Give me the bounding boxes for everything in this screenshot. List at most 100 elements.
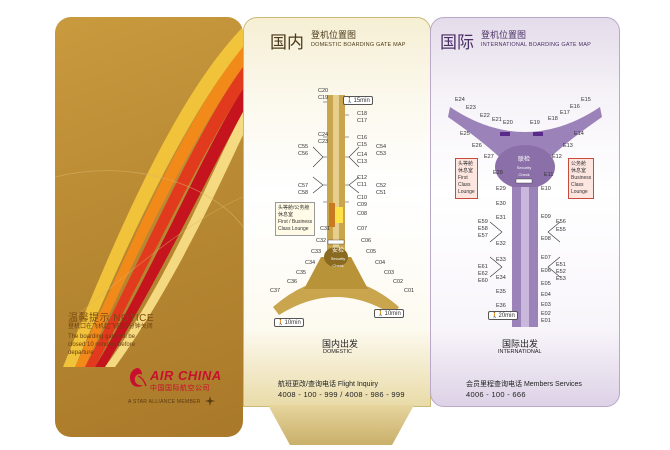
star-alliance-icon: [205, 396, 215, 406]
international-terminal-map: [448, 107, 602, 327]
notice-line: The boarding gate will be: [68, 334, 136, 340]
international-caption-en: INTERNATIONAL: [498, 349, 542, 355]
gate-label: C18: [357, 111, 368, 117]
first-class-lounge-label: 头等舱 休息室 First Class Lounge: [455, 158, 478, 199]
gate-label: E33: [496, 257, 506, 263]
gate-label: C17: [357, 118, 368, 124]
gate-label: E23: [466, 105, 476, 111]
gate-label: C58: [298, 190, 309, 196]
gate-label: C32: [316, 238, 327, 244]
gate-label: E03: [541, 302, 551, 308]
swoosh-graphic: [55, 27, 243, 367]
gate-label: C34: [305, 260, 316, 266]
gate-label: E36: [496, 303, 506, 309]
brand-name-cn: 中国国际航空公司: [150, 385, 210, 392]
domestic-terminal-map: [273, 95, 399, 315]
domestic-title: 国内: [270, 33, 304, 52]
gate-label: E58: [478, 226, 488, 232]
gate-label: E10: [541, 186, 551, 192]
gate-label: C20: [318, 88, 329, 94]
gate-label: C36: [287, 279, 298, 285]
notice-title: 温馨提示 NOTICE: [68, 313, 155, 324]
notice-line: 登机口在飞机起飞前10分钟关闭: [68, 324, 153, 330]
gate-label: C03: [384, 270, 395, 276]
gate-label: E06: [541, 268, 551, 274]
gate-label: E34: [496, 275, 506, 281]
gate-label: E51: [556, 262, 566, 268]
gate-label: E57: [478, 233, 488, 239]
gate-label: E60: [478, 278, 488, 284]
domestic-caption-en: DOMESTIC: [323, 349, 353, 355]
domestic-caption-cn: 国内出发: [322, 339, 359, 349]
gate-label: E53: [556, 276, 566, 282]
gate-label: E28: [493, 170, 503, 176]
gate-label: E32: [496, 241, 506, 247]
gate-label: E02: [541, 311, 551, 317]
domestic-subtitle-cn: 登机位置图: [311, 30, 357, 40]
gate-label: C08: [357, 211, 368, 217]
gate-label: C31: [320, 226, 331, 232]
gate-label: C13: [357, 159, 368, 165]
gate-label: E04: [541, 292, 551, 298]
gate-label: C04: [375, 260, 386, 266]
gate-label: C15: [357, 142, 368, 148]
gate-label: C35: [296, 270, 307, 276]
gate-label: C37: [270, 288, 281, 294]
gate-label: E56: [556, 219, 566, 225]
members-services-number: 4006 - 100 - 666: [466, 390, 526, 399]
gate-label: E35: [496, 289, 506, 295]
gate-label: E15: [581, 97, 591, 103]
gate-label: C52: [376, 183, 387, 189]
members-services-label: 会员里程查询电话 Members Services: [466, 381, 582, 388]
gate-label: E07: [541, 255, 551, 261]
gate-label: C10: [357, 195, 368, 201]
gate-label: E09: [541, 214, 551, 220]
gate-label: E17: [560, 110, 570, 116]
walk-time-top: 🚶15min: [343, 96, 373, 105]
walk-icon: 🚶: [277, 320, 285, 326]
walk-time-intl: 🚶20min: [488, 311, 518, 320]
domestic-subtitle-en: DOMESTIC BOARDING GATE MAP: [311, 42, 406, 48]
walk-icon: 🚶: [491, 313, 499, 319]
flight-inquiry-numbers: 4008 - 100 - 999 / 4008 - 986 - 999: [278, 390, 405, 399]
gate-label: E19: [530, 120, 540, 126]
gate-label: C55: [298, 144, 309, 150]
gate-label: C56: [298, 151, 309, 157]
gate-label: E62: [478, 271, 488, 277]
notice-line: closed 10 minutes before: [68, 342, 136, 348]
gate-label: E20: [503, 120, 513, 126]
gate-label: E30: [496, 201, 506, 207]
gate-label: E08: [541, 236, 551, 242]
phoenix-logo-icon: [129, 368, 147, 387]
alliance-label: A STAR ALLIANCE MEMBER: [128, 399, 201, 405]
gate-label: E52: [556, 269, 566, 275]
gate-label: E29: [496, 186, 506, 192]
walk-time-right: 🚶10min: [374, 309, 404, 318]
gate-label: C14: [357, 152, 368, 158]
domestic-security-label: 安检 Security Check: [330, 248, 346, 268]
business-class-lounge-label: 公务舱 休息室 Business Class Lounge: [568, 158, 595, 199]
gate-label: C33: [311, 249, 322, 255]
gate-label: C16: [357, 135, 368, 141]
domestic-tab: [268, 405, 414, 445]
gate-label: C11: [357, 182, 367, 188]
gate-label: E61: [478, 264, 488, 270]
gate-label: C01: [404, 288, 415, 294]
gate-label: C09: [357, 202, 368, 208]
international-caption-cn: 国际出发: [502, 339, 539, 349]
international-subtitle-cn: 登机位置图: [481, 30, 527, 40]
gate-label: E16: [570, 104, 580, 110]
gate-label: C53: [376, 151, 387, 157]
gate-label: E11: [544, 172, 554, 178]
gate-label: E25: [460, 131, 470, 137]
gate-label: C12: [357, 175, 368, 181]
international-security-label: 联检 Security Check: [516, 157, 532, 177]
gate-label: E05: [541, 281, 551, 287]
gate-label: E13: [563, 143, 573, 149]
gate-label: C24: [318, 132, 329, 138]
international-subtitle-en: INTERNATIONAL BOARDING GATE MAP: [481, 42, 591, 48]
gate-label: C19: [318, 95, 329, 101]
gate-label: E14: [574, 131, 584, 137]
gate-label: C54: [376, 144, 387, 150]
gate-label: E55: [556, 227, 566, 233]
